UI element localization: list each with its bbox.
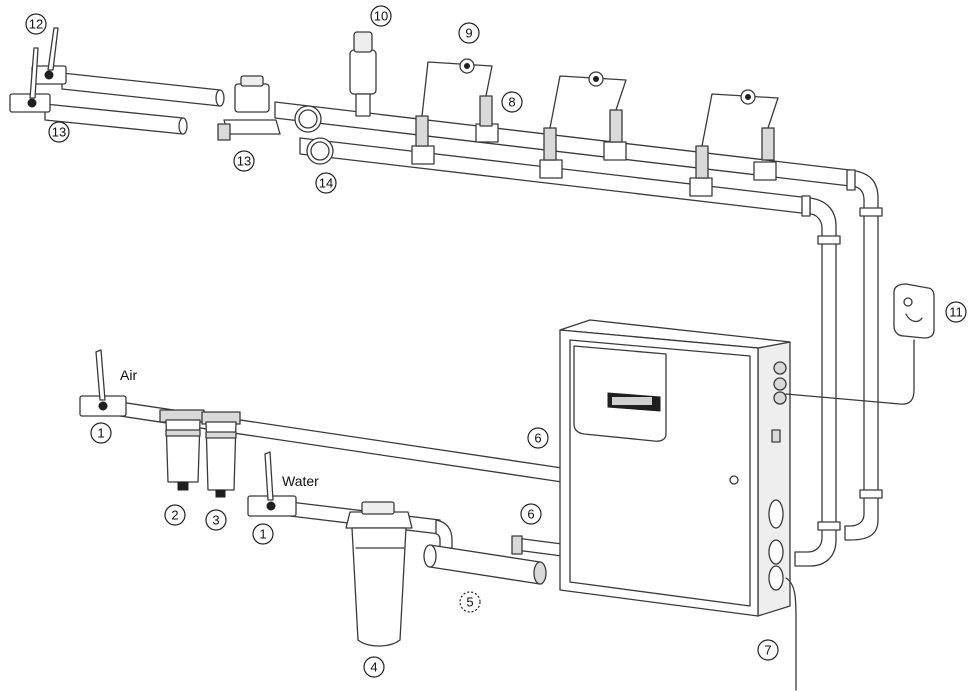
svg-text:8: 8 bbox=[508, 95, 515, 110]
callout-14: 14 bbox=[315, 172, 337, 194]
callout-12: 12 bbox=[25, 13, 47, 35]
callout-9: 9 bbox=[458, 22, 480, 44]
pressure-gauges-14 bbox=[294, 105, 334, 165]
svg-text:1: 1 bbox=[97, 426, 104, 441]
callout-10: 10 bbox=[370, 5, 392, 27]
air-label: Air bbox=[120, 367, 137, 383]
callout-13-left: 13 bbox=[48, 121, 70, 143]
callout-4: 4 bbox=[363, 656, 385, 678]
callout-5: 5 bbox=[459, 591, 481, 613]
callout-11: 11 bbox=[945, 301, 967, 323]
svg-text:4: 4 bbox=[370, 660, 377, 675]
svg-text:2: 2 bbox=[171, 508, 178, 523]
svg-text:1: 1 bbox=[259, 527, 266, 542]
svg-text:7: 7 bbox=[764, 643, 771, 658]
injector-assembly-2 bbox=[539, 71, 627, 179]
svg-text:10: 10 bbox=[374, 9, 388, 24]
ball-valve-13-left bbox=[9, 47, 51, 113]
injector-assembly-1 bbox=[411, 58, 499, 165]
svg-text:13: 13 bbox=[237, 154, 251, 169]
sensor-box-11 bbox=[893, 283, 935, 339]
svg-text:13: 13 bbox=[52, 125, 66, 140]
solenoid-valve-13 bbox=[217, 75, 281, 141]
water-label: Water bbox=[282, 473, 319, 489]
callout-1-water: 1 bbox=[252, 523, 274, 545]
svg-text:6: 6 bbox=[527, 507, 534, 522]
water-line bbox=[247, 451, 563, 647]
callout-6-upper: 6 bbox=[527, 427, 549, 449]
sensor-10 bbox=[349, 31, 377, 117]
air-line bbox=[79, 349, 563, 498]
svg-text:6: 6 bbox=[534, 431, 541, 446]
callout-8: 8 bbox=[501, 91, 523, 113]
svg-text:11: 11 bbox=[949, 305, 963, 320]
injector-assembly-3 bbox=[689, 89, 779, 197]
svg-text:5: 5 bbox=[466, 595, 473, 610]
svg-text:9: 9 bbox=[465, 26, 472, 41]
callout-2: 2 bbox=[164, 504, 186, 526]
callout-6-lower: 6 bbox=[520, 503, 542, 525]
callout-7: 7 bbox=[757, 639, 779, 661]
callout-13-mid: 13 bbox=[233, 150, 255, 172]
svg-text:12: 12 bbox=[29, 17, 43, 32]
callout-3: 3 bbox=[205, 509, 227, 531]
callout-1-air: 1 bbox=[90, 422, 112, 444]
svg-text:3: 3 bbox=[212, 513, 219, 528]
control-cabinet bbox=[559, 319, 915, 691]
ball-valve-12 bbox=[31, 27, 67, 85]
svg-text:14: 14 bbox=[319, 176, 333, 191]
